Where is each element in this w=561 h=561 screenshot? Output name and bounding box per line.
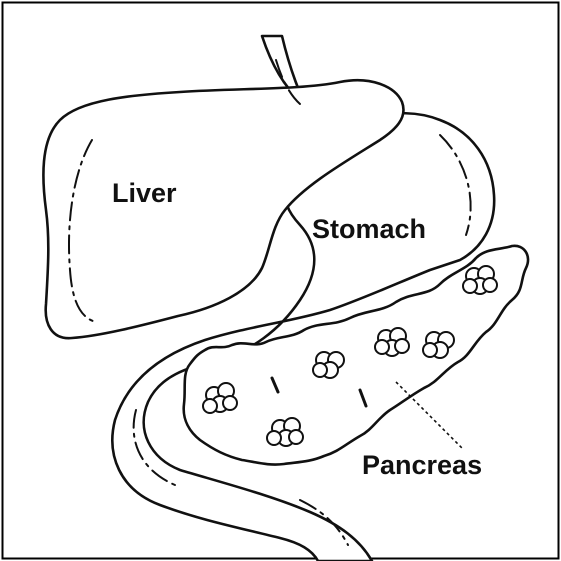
pancreas-label: Pancreas — [362, 450, 482, 480]
islet-cluster-6 — [463, 266, 497, 294]
liver-label: Liver — [112, 178, 177, 208]
stomach-label: Stomach — [312, 214, 426, 244]
islet-cluster-4 — [375, 328, 409, 356]
pancreas-leader-line — [396, 382, 462, 448]
